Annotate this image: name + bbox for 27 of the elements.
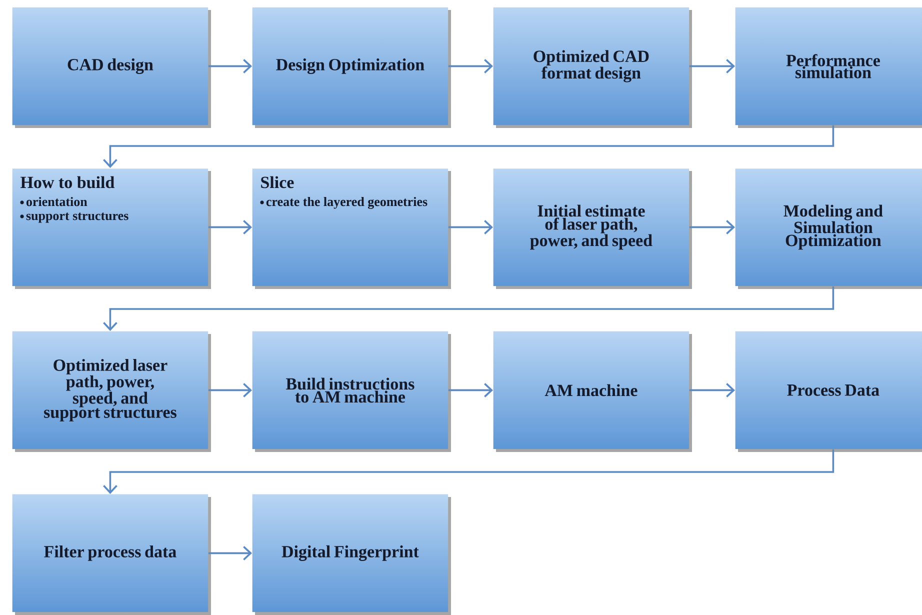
process-box: Initial estimate of laser path, power, and speed	[493, 168, 692, 289]
arrow	[103, 449, 834, 494]
process-box: Process Data	[735, 331, 922, 452]
process-box: Performance simulation	[735, 7, 922, 128]
process-box: Optimized CAD format design	[493, 7, 692, 128]
process-box: How to build orientation support structures	[12, 168, 211, 289]
arrow	[103, 125, 834, 168]
arrow	[208, 59, 252, 74]
arrow	[448, 383, 493, 398]
arrow	[689, 383, 735, 398]
arrow	[448, 220, 493, 234]
arrow	[208, 383, 252, 398]
process-box: Design Optimization	[252, 7, 451, 128]
process-box: Modeling and Simulation Optimization	[735, 168, 922, 289]
process-box: CAD design	[12, 7, 211, 128]
arrow	[689, 59, 735, 74]
arrow	[208, 220, 252, 234]
process-box: Build instructions to AM machine	[252, 331, 451, 452]
process-box: Filter process data	[12, 494, 211, 615]
process-box: Slice create the layered geometries	[252, 168, 451, 289]
arrow	[208, 546, 252, 560]
arrow	[448, 59, 493, 74]
arrow	[689, 220, 735, 234]
process-box: Digital Fingerprint	[252, 494, 451, 615]
arrow	[103, 286, 834, 331]
process-box: Optimized laser path, power, speed, and support structures	[12, 331, 211, 452]
process-box: AM machine	[493, 331, 692, 452]
